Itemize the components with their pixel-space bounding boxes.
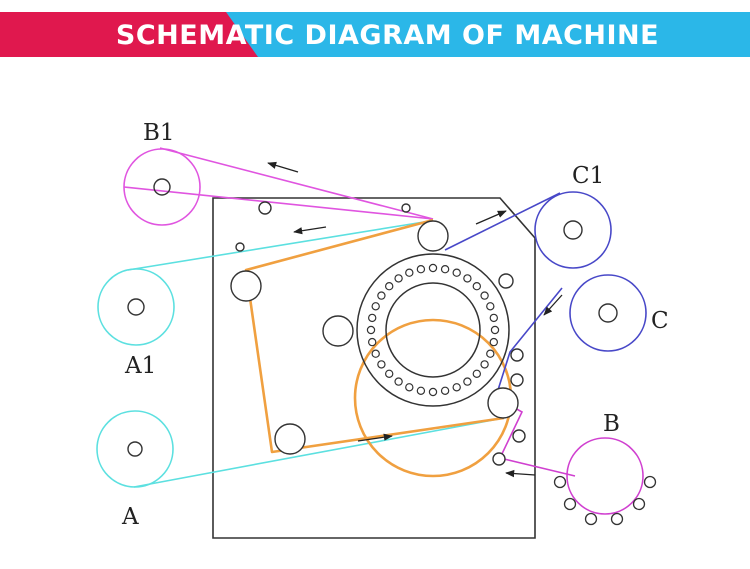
roller-bottom-left — [274, 423, 306, 455]
label-a1: A1 — [124, 353, 156, 379]
roller-side-3 — [512, 429, 526, 443]
drum-hole — [394, 274, 403, 283]
roll-b-small-rollers — [553, 475, 657, 526]
drum-hole — [371, 302, 380, 311]
drum-holes — [366, 263, 500, 397]
drum-hole — [368, 313, 377, 323]
arrow-c1 — [475, 210, 507, 225]
drum-hole — [452, 268, 461, 277]
label-c: C — [651, 308, 669, 334]
roller-left-tiny — [235, 242, 245, 252]
drum-hole — [452, 383, 461, 392]
drum-hole — [489, 337, 498, 347]
roll-a — [96, 410, 174, 488]
drum-hole — [405, 383, 414, 392]
roll-b — [553, 437, 657, 526]
drum-hole — [440, 386, 450, 395]
roller-left-mid — [322, 315, 354, 347]
page-title: SCHEMATIC DIAGRAM OF MACHINE — [115, 20, 660, 51]
label-b1: B1 — [143, 120, 175, 146]
main-drum — [356, 253, 510, 407]
roller-bottom-right — [487, 387, 519, 419]
cyan-web-path — [127, 220, 505, 488]
roller-right-small — [498, 273, 514, 289]
drum-hole — [377, 291, 386, 300]
drum-hole — [480, 360, 489, 369]
drum-hole — [472, 282, 481, 291]
label-b: B — [603, 411, 620, 437]
drum-hole — [394, 377, 403, 386]
label-c1: C1 — [572, 163, 604, 189]
banner-background — [0, 12, 750, 57]
banner-red-band — [0, 12, 258, 57]
direction-arrows — [267, 161, 563, 478]
drum-hole — [385, 282, 394, 291]
roll-c1 — [534, 191, 612, 269]
title-banner: SCHEMATIC DIAGRAM OF MACHINE — [0, 12, 750, 57]
roller-side-4 — [492, 452, 506, 466]
drum-hole — [463, 377, 472, 386]
guide-rollers — [230, 201, 526, 466]
roller-side-1 — [510, 348, 524, 362]
label-a: A — [121, 504, 139, 530]
roller-top-right — [417, 220, 449, 252]
blue-web-path — [444, 192, 563, 391]
drum-hole — [377, 360, 386, 369]
roll-b1 — [123, 148, 201, 226]
roller-left-upper — [230, 270, 262, 302]
arrow-b — [505, 469, 536, 478]
arrow-top-left — [267, 161, 299, 173]
drum-hole — [463, 274, 472, 283]
roller-side-2 — [510, 373, 524, 387]
drum-hole — [486, 302, 495, 311]
drum-hole — [486, 349, 495, 358]
drum-hole — [416, 265, 426, 274]
roller-top-tiny — [401, 203, 411, 213]
drum-hole — [489, 313, 498, 323]
drum-hole — [428, 387, 438, 397]
roll-a1 — [97, 268, 175, 346]
machine-frame — [212, 197, 536, 539]
pink-web-path — [123, 147, 434, 220]
arrow-bottom — [357, 433, 393, 442]
drum-hole — [366, 325, 376, 335]
drum-hole — [371, 349, 380, 358]
drum-hole — [405, 268, 414, 277]
drum-hole — [428, 263, 438, 273]
drum-hole — [368, 337, 377, 347]
arrow-frame-top — [293, 226, 327, 235]
drum-hole — [480, 291, 489, 300]
drum-hole — [440, 265, 450, 274]
roller-top-small — [258, 201, 272, 215]
arrow-c — [543, 294, 563, 316]
roll-c — [569, 274, 647, 352]
drum-hole — [472, 369, 481, 378]
drum-hole — [490, 325, 500, 335]
drum-hole — [385, 369, 394, 378]
drum-hole — [416, 386, 426, 395]
